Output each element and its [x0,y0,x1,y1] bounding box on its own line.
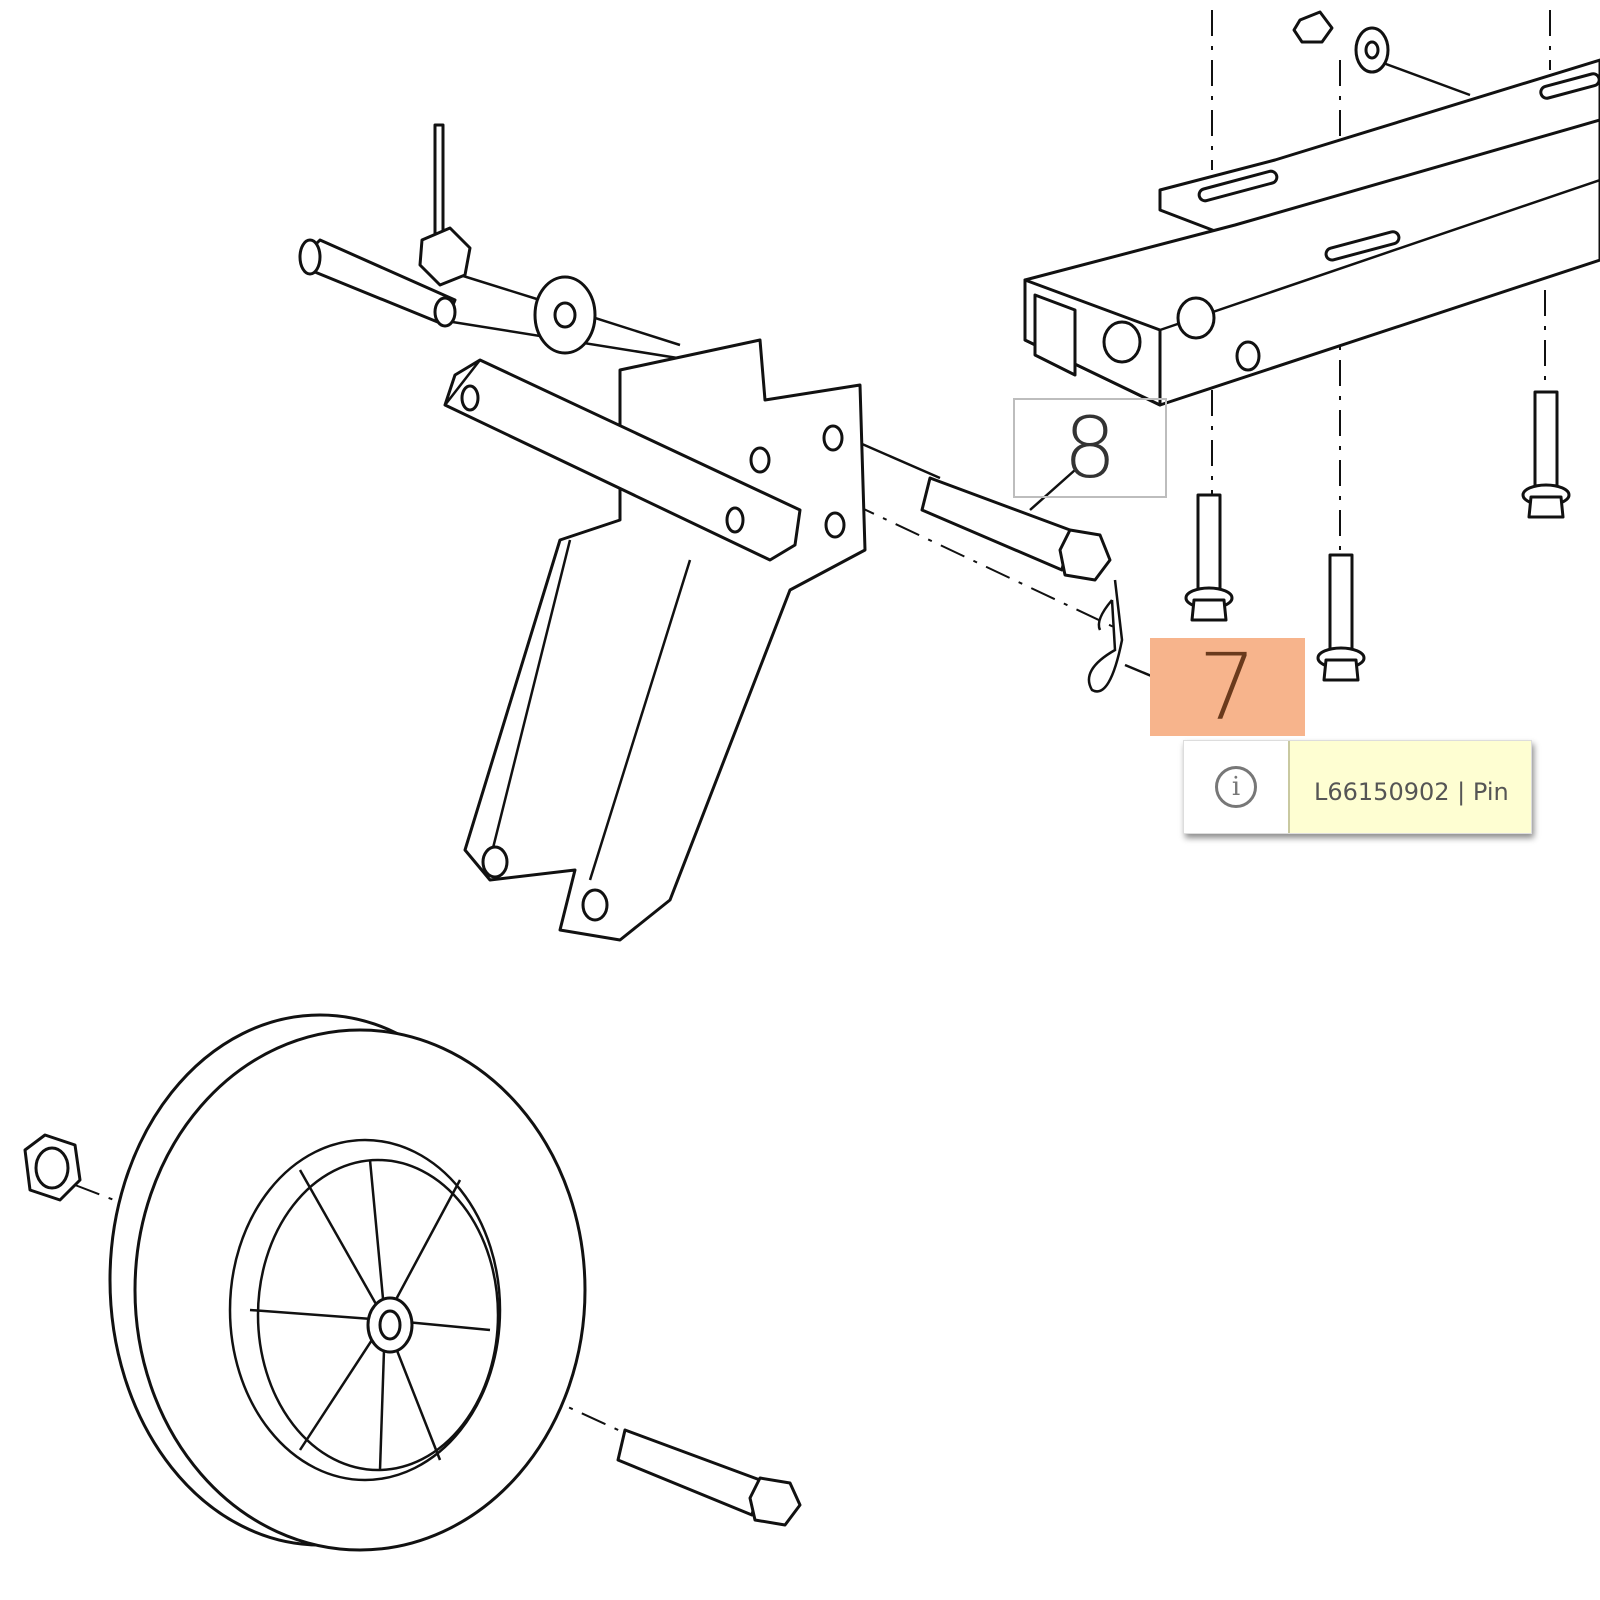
part-tooltip: i L66150902 | Pin [1183,740,1532,834]
frame-tube [1023,58,1600,407]
flange-bolts [1184,390,1571,682]
tooltip-icon-area: i [1184,741,1290,833]
wheel [108,1013,587,1552]
tooltip-text: L66150902 | Pin [1290,741,1531,833]
leader-line-8 [1029,469,1076,511]
wheel-hardware [23,1133,802,1527]
top-hardware [1292,10,1390,74]
axle-pin-hardware [298,123,597,355]
callout-8[interactable]: 8 [1013,398,1167,498]
hair-pin [1087,579,1124,693]
callout-7-highlighted[interactable]: 7 [1150,634,1305,741]
hex-bolt [920,476,1112,582]
caster-bracket [443,338,867,942]
info-icon: i [1215,766,1257,808]
